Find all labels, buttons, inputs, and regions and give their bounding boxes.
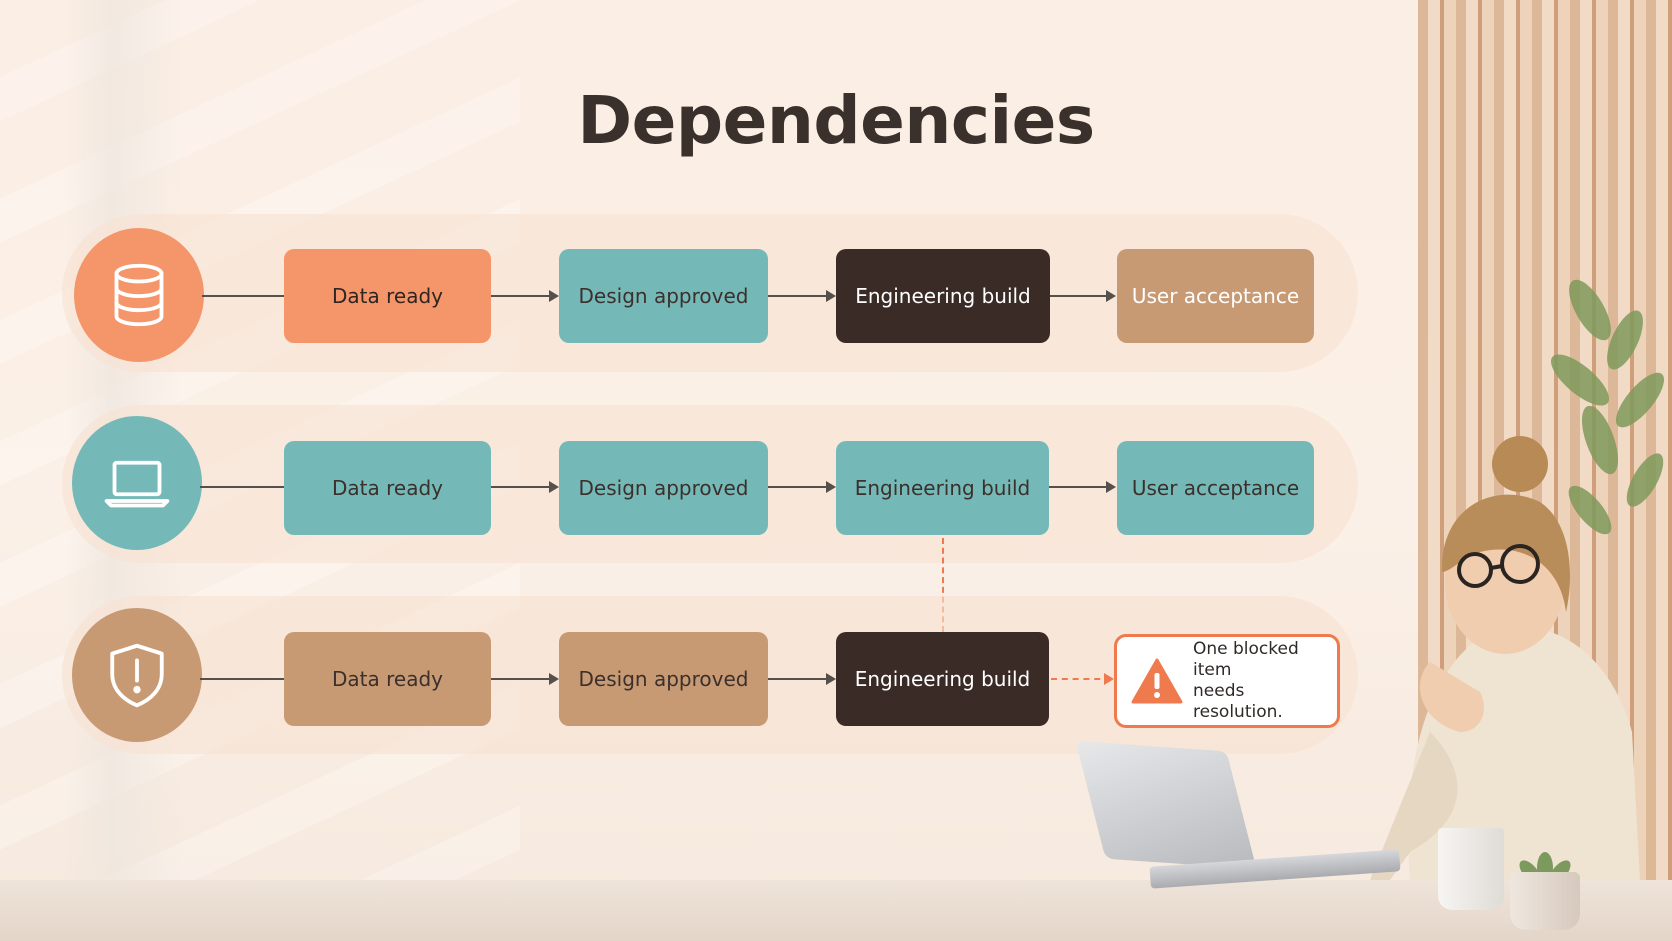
desk-surface bbox=[0, 880, 1672, 941]
step-design-approved[interactable]: Design approved bbox=[559, 632, 768, 726]
blocked-alert[interactable]: One blocked item needs resolution. bbox=[1114, 634, 1340, 728]
step-user-acceptance[interactable]: User acceptance bbox=[1117, 441, 1314, 535]
connector-arrow bbox=[491, 673, 559, 685]
step-data-ready[interactable]: Data ready bbox=[284, 441, 491, 535]
connector-arrow bbox=[491, 481, 559, 493]
step-label: Engineering build bbox=[854, 476, 1031, 500]
alert-message: One blocked item needs resolution. bbox=[1193, 639, 1337, 723]
person-illustration bbox=[1370, 436, 1640, 880]
dependency-connector bbox=[942, 538, 944, 632]
connector-arrow bbox=[491, 290, 559, 302]
database-icon bbox=[74, 228, 204, 362]
step-label: Data ready bbox=[332, 667, 443, 691]
step-label: User acceptance bbox=[1131, 476, 1300, 500]
connector-arrow bbox=[768, 481, 836, 493]
step-label: Design approved bbox=[578, 476, 749, 500]
warning-triangle-icon bbox=[1131, 658, 1183, 704]
step-engineering-build[interactable]: Engineering build bbox=[836, 249, 1050, 343]
step-engineering-build[interactable]: Engineering build bbox=[836, 441, 1049, 535]
step-data-ready[interactable]: Data ready bbox=[284, 249, 491, 343]
alert-line-2: needs resolution. bbox=[1193, 681, 1283, 722]
blocked-connector bbox=[1051, 673, 1114, 685]
step-label: Design approved bbox=[578, 284, 749, 308]
connector-line bbox=[200, 678, 284, 680]
connector-line bbox=[200, 486, 284, 488]
step-design-approved[interactable]: Design approved bbox=[559, 441, 768, 535]
connector-arrow bbox=[1049, 481, 1116, 493]
connector-line bbox=[202, 295, 284, 297]
plant-decoration bbox=[1550, 279, 1665, 535]
alert-line-1: One blocked item bbox=[1193, 639, 1299, 680]
step-label: Design approved bbox=[578, 667, 749, 691]
step-data-ready[interactable]: Data ready bbox=[284, 632, 491, 726]
step-label: Engineering build bbox=[855, 284, 1031, 308]
step-engineering-build[interactable]: Engineering build bbox=[836, 632, 1049, 726]
step-label: Data ready bbox=[332, 284, 443, 308]
connector-arrow bbox=[768, 290, 836, 302]
mug-decoration bbox=[1438, 828, 1504, 910]
page-title: Dependencies bbox=[577, 82, 1095, 159]
shield-alert-icon bbox=[72, 608, 202, 742]
step-label: Data ready bbox=[332, 476, 443, 500]
connector-arrow bbox=[768, 673, 836, 685]
step-user-acceptance[interactable]: User acceptance bbox=[1117, 249, 1314, 343]
step-design-approved[interactable]: Design approved bbox=[559, 249, 768, 343]
step-label: Engineering build bbox=[854, 667, 1031, 691]
connector-arrow bbox=[1050, 290, 1116, 302]
step-label: User acceptance bbox=[1131, 284, 1300, 308]
laptop-icon bbox=[72, 416, 202, 550]
pot-decoration bbox=[1510, 872, 1580, 930]
